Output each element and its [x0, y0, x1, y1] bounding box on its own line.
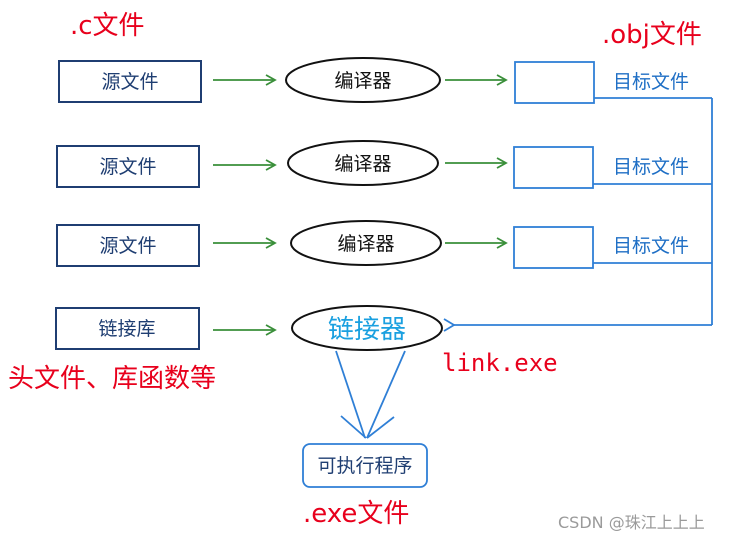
source-file-label: 源文件	[99, 235, 156, 257]
source-file-box	[56, 145, 200, 188]
target-file-label: 目标文件	[613, 156, 689, 178]
target-file-label: 目标文件	[613, 235, 689, 257]
exe-file-label: .exe文件	[303, 499, 409, 529]
linker-label: 链接器	[328, 315, 406, 345]
source-file-label: 源文件	[99, 156, 156, 178]
obj-file-label: .obj文件	[602, 20, 702, 50]
source-file-label: 源文件	[101, 71, 158, 93]
header-lib-label: 头文件、库函数等	[8, 364, 216, 394]
row-1: 源文件 编译器 目标文件	[58, 57, 689, 104]
target-file-box	[514, 61, 595, 104]
link-row: 链接库 链接器	[55, 305, 443, 351]
link-exe-label: link.exe	[442, 349, 558, 377]
compiler-ellipse	[287, 140, 439, 186]
compiler-label: 编译器	[334, 153, 391, 175]
library-box	[55, 307, 200, 350]
compiler-label: 编译器	[334, 70, 391, 92]
compiler-ellipse	[285, 57, 441, 103]
target-file-label: 目标文件	[613, 71, 689, 93]
executable-label: 可执行程序	[317, 455, 412, 477]
linker-ellipse	[291, 305, 443, 351]
compiler-label: 编译器	[337, 233, 394, 255]
executable-box	[302, 443, 428, 488]
target-file-box	[513, 146, 594, 189]
source-file-box	[56, 224, 200, 267]
target-collector-lines	[443, 97, 713, 332]
row-3: 源文件 编译器 目标文件	[56, 220, 689, 269]
row-2: 源文件 编译器 目标文件	[56, 140, 689, 189]
linker-to-exe-arrow	[335, 350, 406, 439]
source-file-box	[58, 60, 202, 103]
watermark: CSDN @珠江上上上	[558, 513, 705, 532]
compiler-ellipse	[290, 220, 442, 266]
target-file-box	[513, 226, 594, 269]
library-label: 链接库	[98, 318, 155, 340]
c-file-label: .c文件	[70, 11, 145, 41]
